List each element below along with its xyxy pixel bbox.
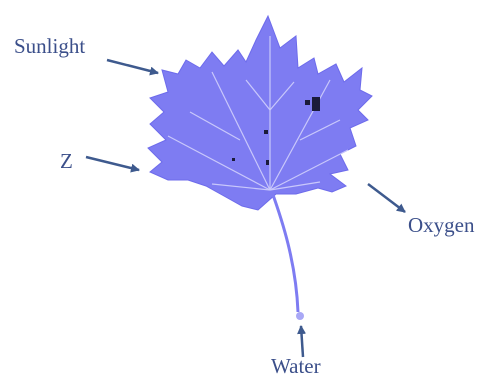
z-label: Z <box>60 149 73 173</box>
z-arrow <box>85 155 140 173</box>
leaf-spots <box>232 97 320 165</box>
sunlight-label: Sunlight <box>14 34 86 58</box>
leaf-blade <box>147 14 373 211</box>
stem-tip <box>296 312 304 320</box>
sunlight-arrow <box>106 58 159 76</box>
oxygen-arrow <box>367 183 406 213</box>
oxygen-label: Oxygen <box>408 213 475 237</box>
water-arrow <box>297 325 307 358</box>
leaf-stem <box>270 191 300 313</box>
water-label: Water <box>271 354 321 378</box>
